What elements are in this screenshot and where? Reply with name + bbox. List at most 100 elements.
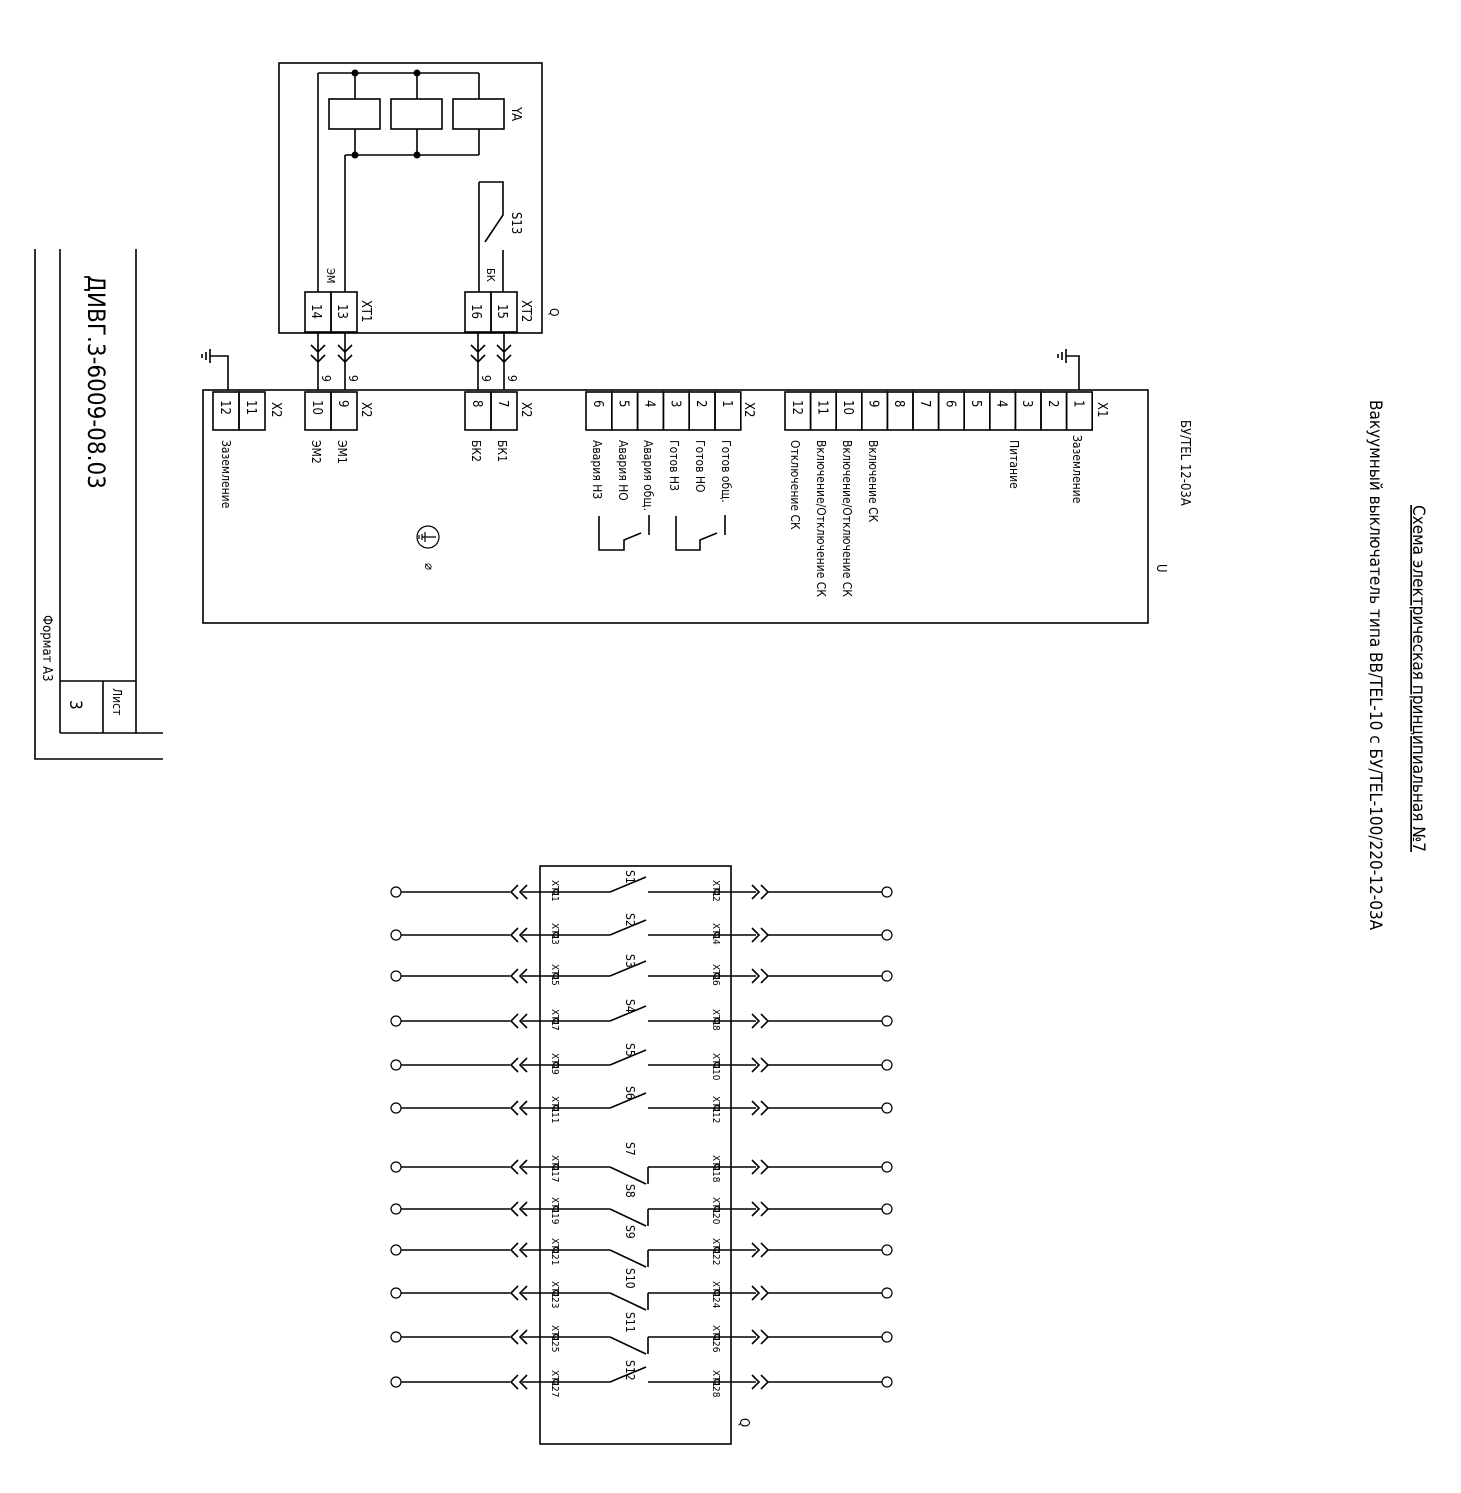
breaker-label: Q [547, 308, 561, 317]
switch-label: S4 [623, 999, 637, 1013]
terminal-pin-out: 4 [710, 939, 721, 945]
terminal-pin: 9 [866, 400, 881, 407]
terminal-pin-in: 11 [549, 1112, 560, 1123]
terminal-pin-in: 9 [549, 1069, 560, 1075]
terminal-pin: 1 [719, 400, 734, 407]
signal-label: Включение/Отключение СК [840, 440, 854, 597]
terminal-label-out: XT1 [710, 1238, 721, 1255]
terminal-label-out: XT1 [710, 964, 721, 981]
signal-label: БК1 [495, 440, 509, 462]
terminal-cell [1014, 391, 1042, 431]
terminal-pin: 7 [495, 400, 510, 407]
terminal-label-in: XT1 [549, 1009, 560, 1026]
terminal-circle [881, 1161, 893, 1173]
terminal-label-out: XT1 [710, 1155, 721, 1172]
signal-label: Готов общ. [719, 440, 733, 503]
terminal-label-out: XT1 [710, 1370, 721, 1387]
plug-mark: 9 [319, 375, 333, 382]
signal-label: Авария НЗ [590, 440, 604, 499]
terminal-pin-out: 2 [710, 896, 721, 902]
switch-label: S1 [623, 870, 637, 884]
terminal-pin: 10 [309, 400, 324, 415]
terminal-pin-in: 1 [549, 896, 560, 902]
terminal-circle [881, 1331, 893, 1343]
terminal-label-out: XT1 [710, 1009, 721, 1026]
switch-label: S9 [623, 1225, 637, 1239]
terminal-cell [662, 391, 691, 431]
terminal-label-in: XT1 [549, 923, 560, 940]
terminal-label-in: XT1 [549, 880, 560, 897]
terminal-label-in: XT1 [549, 1155, 560, 1172]
terminal-label-in: XT1 [549, 1197, 560, 1214]
terminal-pin: 3 [667, 400, 682, 407]
terminal-circle [881, 1376, 893, 1388]
terminal-label-out: XT1 [710, 880, 721, 897]
terminal-circle [390, 1102, 402, 1114]
terminal-cell [937, 391, 965, 431]
terminal-circle [390, 1376, 402, 1388]
connector-label: X2 [741, 402, 756, 417]
terminal-pin-in: 7 [549, 1025, 560, 1031]
signal-label: Заземление [1070, 435, 1084, 504]
protective-earth-icon [416, 525, 440, 549]
terminal-label-in: XT1 [549, 1325, 560, 1342]
terminal-circle [390, 970, 402, 982]
terminal-circle [881, 929, 893, 941]
format-label: Формат А3 [39, 615, 54, 682]
terminal-pin-in: 5 [549, 980, 560, 986]
terminal-pin: 2 [1045, 400, 1060, 407]
terminal-label-in: XT1 [549, 1238, 560, 1255]
connector-label: X1 [1094, 402, 1109, 417]
terminal-pin: 4 [994, 400, 1009, 407]
terminal-pin-in: 23 [549, 1297, 560, 1308]
terminal-pin-out: 28 [710, 1386, 721, 1398]
terminal-cell [1065, 391, 1093, 431]
terminal-pin-in: 17 [549, 1171, 560, 1182]
terminal-cell [610, 391, 639, 431]
terminal-circle [881, 1244, 893, 1256]
terminal-pin: 8 [469, 400, 484, 407]
terminal-pin: 2 [693, 400, 708, 407]
terminal-pin-out: 18 [710, 1171, 721, 1183]
terminal-circle [390, 1015, 402, 1027]
aux-rows: S1XT11XT12S2XT13XT14S3XT15XT16S4XT17XT18… [390, 870, 893, 1398]
terminal-pin: 4 [642, 400, 657, 407]
terminal-cell [636, 391, 665, 431]
terminal-circle [881, 1287, 893, 1299]
terminal-circle [390, 1161, 402, 1173]
terminal-circle [390, 1059, 402, 1071]
signal-label: ЭМ1 [335, 440, 349, 464]
signal-label: Готов НО [693, 440, 707, 493]
switch-label: S7 [623, 1142, 637, 1156]
terminal-pin: 6 [590, 400, 605, 407]
terminal-pin: 11 [243, 400, 258, 415]
aux-block-label: Q [736, 1418, 751, 1427]
breaker-q: YA S13 ЭМ БК 14 13 XT1 16 15 XT2 Q [278, 62, 561, 334]
switch-label: S3 [623, 954, 637, 968]
plug-connectors: 9 9 9 9 [310, 332, 519, 390]
signal-label: БК2 [469, 440, 483, 462]
terminal-cell [860, 391, 889, 431]
terminal-pin-in: 3 [549, 939, 560, 945]
signal-label: Питание [1007, 440, 1021, 489]
xt1-pin-13: 13 [334, 304, 349, 319]
switch-label: S2 [623, 913, 637, 927]
bk-label: БК [484, 268, 497, 282]
terminal-circle [881, 886, 893, 898]
terminal-pin-in: 21 [549, 1254, 560, 1265]
signal-label: Включение СК [866, 440, 880, 523]
xt2-pin-15: 15 [494, 304, 509, 319]
terminal-circle [390, 1203, 402, 1215]
terminal-circle [390, 1287, 402, 1299]
terminal-circle [390, 1331, 402, 1343]
unit-name: БУ/TEL 12-03А [1177, 420, 1192, 506]
terminal-circle [881, 1059, 893, 1071]
signal-label: Включение/Отключение СК [814, 440, 828, 597]
plug-mark: 9 [346, 375, 360, 382]
